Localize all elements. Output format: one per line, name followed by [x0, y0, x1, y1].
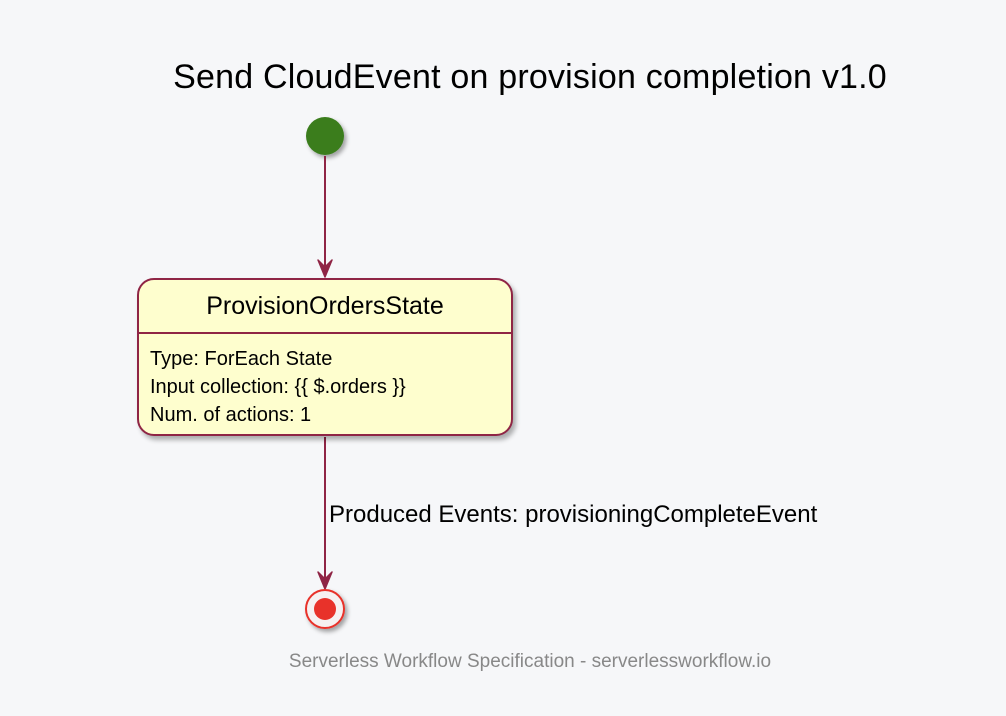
diagram-title: Send CloudEvent on provision completion … — [173, 58, 887, 96]
footer-caption: Serverless Workflow Specification - serv… — [288, 651, 772, 672]
state-provision-orders: ProvisionOrdersState Type: ForEach State… — [137, 278, 513, 436]
state-detail-num-actions: Num. of actions: 1 — [150, 404, 312, 426]
state-detail-input-collection: Input collection: {{ $.orders }} — [150, 376, 406, 398]
edge-state-to-end — [317, 437, 333, 590]
end-node — [305, 589, 345, 629]
state-detail-type: Type: ForEach State — [150, 348, 333, 370]
transition-label: Produced Events: provisioningCompleteEve… — [329, 501, 818, 528]
state-details: Type: ForEach State Input collection: {{… — [139, 334, 511, 429]
edge-start-to-state — [317, 156, 333, 278]
state-name: ProvisionOrdersState — [139, 280, 511, 334]
start-node — [306, 117, 344, 155]
